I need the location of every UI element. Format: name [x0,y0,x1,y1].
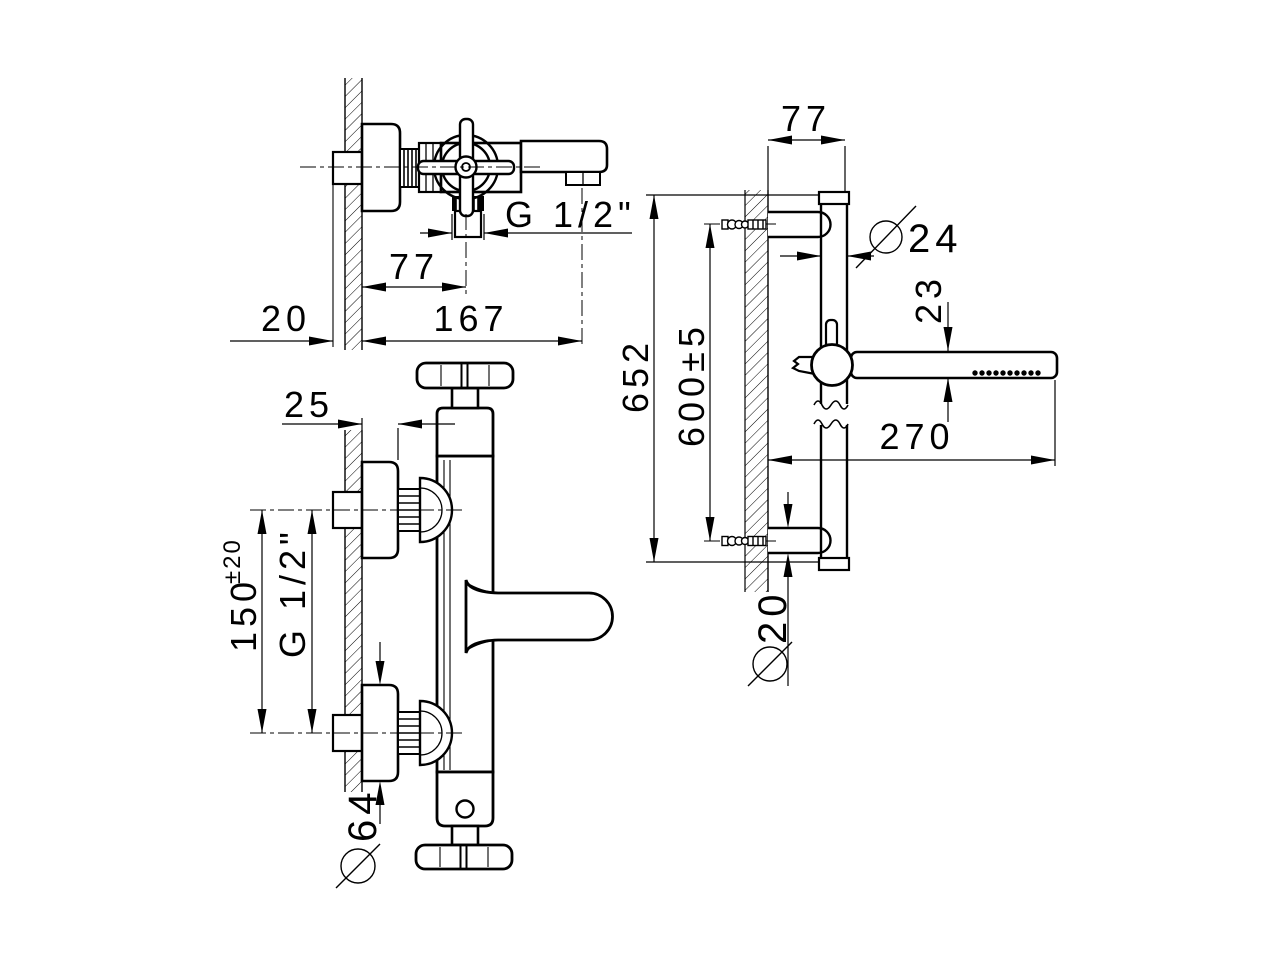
escutcheon-top [360,460,400,560]
wall-screw-bottom [704,535,780,547]
wall-section-side [344,78,363,350]
inlet-bell-bottom [418,699,454,767]
escutcheon-side [360,122,402,213]
cross-handle-bottom-edge [414,843,514,871]
dim-dia24 [780,205,917,269]
dim-77-rail-label: 77 [781,98,831,139]
centerlines-front [250,509,465,734]
diameter-symbol-20 [752,646,788,682]
dim-77-side-label: 77 [389,246,439,287]
dim-23 [943,302,953,422]
front-view-bath-mixer: 25 150 ±20 G 1/2" 64 [219,361,614,889]
rail-top-cap [817,190,851,206]
diverter-hole [455,799,475,819]
diameter-symbol-24 [869,220,903,254]
dim-dia64 [335,642,385,889]
dim-600 [705,224,715,541]
neck-bottom [450,824,480,847]
side-view-bath-mixer: G 1/2" 77 20 167 [230,78,636,350]
centerlines-side [300,166,583,348]
escutcheon-bottom [360,683,400,783]
dim-dia64-label: 64 [341,788,385,843]
dim-dia20-label: 20 [751,590,795,645]
dim-20-167 [230,336,582,346]
dim-270-label: 270 [879,416,954,457]
inlet-fitting-side [331,150,364,186]
neck-top [450,386,480,410]
dim-g-half-side-label: G 1/2" [505,194,636,235]
dim-g-half-front [307,510,317,733]
diameter-symbol-64 [340,848,376,884]
cross-handle-top-edge [415,361,515,390]
dim-270 [768,380,1056,466]
spout-aerator [565,171,601,186]
dim-652-label: 652 [615,338,656,413]
rail-bottom-cap [817,556,851,572]
lower-knob-block [435,770,495,828]
dim-25 [282,418,455,460]
slider-ball-holder [810,343,854,387]
dim-150-tolerance-label: ±20 [219,538,246,584]
dim-167-label: 167 [433,298,508,339]
dim-77-side [362,282,466,292]
dim-g-half-side [420,214,632,240]
dim-dia20 [747,492,793,687]
dim-25-label: 25 [284,384,334,425]
bath-spout-front [464,579,614,654]
dim-dia24-label: 24 [908,217,963,261]
dim-23-label: 23 [908,274,949,324]
dim-150 [257,510,267,733]
dim-20-label: 20 [261,298,311,339]
inlet-bell-top [418,476,454,544]
dim-150-label: 150 [223,577,264,652]
dim-600-label: 600±5 [671,322,712,447]
temp-knob-front [435,406,495,458]
spray-nozzle-dots [972,370,1041,376]
shower-rail-view: 77 24 23 652 [615,98,1059,687]
dim-g-half-front-label: G 1/2" [272,527,313,658]
wall-screw-top [704,219,780,230]
dim-77-rail [767,135,846,192]
wall-section-rail [744,190,769,592]
threaded-nipple-side [399,148,420,188]
